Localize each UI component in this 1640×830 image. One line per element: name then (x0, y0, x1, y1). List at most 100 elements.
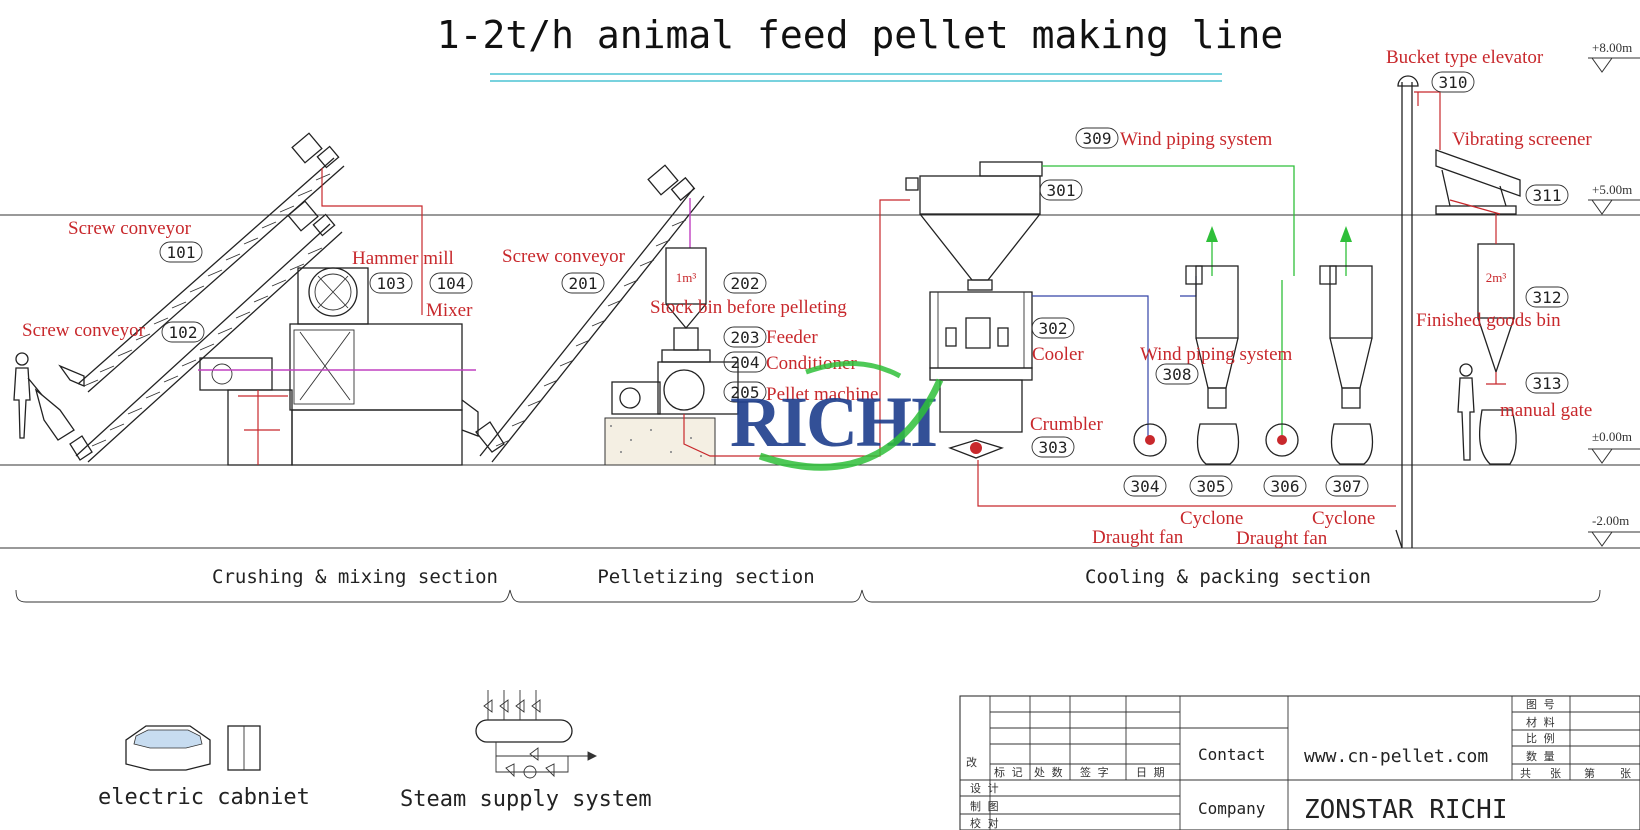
svg-text:311: 311 (1533, 186, 1562, 205)
section-crushing-mixing: Crushing & mixing section (212, 566, 498, 588)
svg-text:RICHI: RICHI (730, 382, 936, 462)
label-307: Cyclone (1312, 508, 1375, 529)
tag-303: 303 (1031, 436, 1075, 458)
tb-sheet-label-2: 第 (1584, 766, 1595, 780)
tb-sheet-label-0: 共 (1520, 767, 1531, 780)
tag-304: 304 (1123, 475, 1167, 497)
richi-logo: RICHI (730, 360, 944, 471)
section-cooling-packing: Cooling & packing section (1085, 566, 1371, 588)
tb-row-label-0: 标 记 (994, 765, 1023, 779)
tb-contact-value: www.cn-pellet.com (1304, 746, 1488, 767)
svg-text:306: 306 (1271, 477, 1300, 496)
tag-305: 305 (1189, 475, 1233, 497)
svg-text:303: 303 (1039, 438, 1068, 457)
screw-conveyor-101 (58, 132, 345, 393)
svg-text:308: 308 (1163, 365, 1192, 384)
cyclone-305 (1185, 265, 1240, 465)
svg-text:313: 313 (1533, 374, 1562, 393)
tag-204: 204 (723, 351, 767, 373)
cyclone-307 (1319, 265, 1374, 465)
level-marker-minus2: -2.00m (1588, 513, 1640, 547)
label-310: Bucket type elevator (1386, 47, 1544, 68)
steam-supply-icon (475, 690, 598, 779)
tag-307: 307 (1325, 475, 1369, 497)
tb-company-label: Company (1198, 799, 1266, 818)
svg-text:104: 104 (437, 274, 466, 293)
tag-202: 202 (723, 272, 767, 294)
level-marker-plus8: +8.00m (1588, 40, 1640, 73)
label-204: Conditioner (766, 353, 857, 374)
tag-311: 311 (1525, 184, 1569, 206)
tb-right-label-2: 比 例 (1526, 731, 1555, 745)
svg-text:204: 204 (731, 353, 760, 372)
svg-text:307: 307 (1333, 477, 1362, 496)
tag-302: 302 (1031, 317, 1075, 339)
tag-310: 310 (1431, 71, 1475, 93)
tag-203: 203 (723, 326, 767, 348)
svg-text:302: 302 (1039, 319, 1068, 338)
worker-figure-right (1457, 363, 1517, 465)
svg-text:102: 102 (169, 323, 198, 342)
svg-text:1m³: 1m³ (676, 270, 697, 285)
tb-gai: 改 (966, 755, 977, 769)
label-305: Cyclone (1180, 508, 1243, 529)
title-block: 改 标 记 处 数 签 字 日 期 设 计 制 图 校 对 Contact ww… (959, 695, 1640, 830)
tag-104: 104 (429, 272, 473, 294)
level-marker-zero: ±0.00m (1588, 429, 1640, 464)
label-311: Vibrating screener (1452, 129, 1592, 150)
svg-text:203: 203 (731, 328, 760, 347)
svg-text:-2.00m: -2.00m (1592, 513, 1629, 528)
tb-row-label-2: 签 字 (1080, 765, 1109, 779)
tb-left-label-0: 设 计 (970, 782, 999, 795)
tb-row-label-3: 日 期 (1136, 766, 1165, 779)
cooler-302 (905, 161, 1396, 507)
finished-goods-bin-312: 2m³ (1477, 214, 1515, 385)
draught-fan-304 (1133, 423, 1167, 457)
svg-text:103: 103 (377, 274, 406, 293)
pellet-machine-assembly: 1m³ (604, 199, 910, 466)
screw-conveyor-102 (69, 200, 343, 463)
label-103: Hammer mill (352, 248, 454, 269)
tag-306: 306 (1263, 475, 1307, 497)
legend-steam-supply: Steam supply system (400, 787, 652, 812)
label-304: Draught fan (1092, 527, 1184, 548)
label-104: Mixer (426, 300, 473, 321)
diagram-title: 1-2t/h animal feed pellet making line (437, 13, 1283, 57)
label-201: Screw conveyor (502, 246, 626, 267)
tb-sheet-label-3: 张 (1620, 767, 1631, 780)
level-marker-plus5: +5.00m (1588, 182, 1640, 215)
svg-text:2m³: 2m³ (1486, 270, 1507, 285)
section-pelletizing: Pelletizing section (597, 566, 814, 588)
svg-text:201: 201 (569, 274, 598, 293)
screw-conveyor-201 (475, 164, 705, 463)
tag-312: 312 (1525, 286, 1569, 308)
tb-right-label-1: 材 料 (1526, 715, 1555, 729)
label-313: manual gate (1500, 400, 1592, 421)
svg-text:312: 312 (1533, 288, 1562, 307)
electric-cabinet-icon (125, 725, 261, 771)
tb-right-label-3: 数 量 (1526, 750, 1555, 763)
mixer-104 (198, 323, 479, 466)
svg-text:202: 202 (731, 274, 760, 293)
svg-text:310: 310 (1439, 73, 1468, 92)
svg-text:101: 101 (167, 243, 196, 262)
tb-company-value: ZONSTAR RICHI (1304, 795, 1508, 825)
tb-contact-label: Contact (1198, 745, 1265, 764)
legend-electric-cabinet: electric cabniet (98, 785, 310, 810)
svg-text:205: 205 (731, 383, 760, 402)
tb-sheet-label-1: 张 (1550, 767, 1561, 780)
tag-313: 313 (1525, 372, 1569, 394)
worker-figure-left (13, 352, 75, 441)
svg-text:309: 309 (1083, 129, 1112, 148)
hammer-mill-103 (297, 267, 369, 325)
vibrating-screener-311 (1435, 149, 1521, 215)
draught-fan-306 (1265, 423, 1299, 457)
svg-text:±0.00m: ±0.00m (1592, 429, 1632, 444)
svg-text:304: 304 (1131, 477, 1160, 496)
svg-text:305: 305 (1197, 477, 1226, 496)
label-102: Screw conveyor (22, 320, 146, 341)
tb-left-label-2: 校 对 (970, 816, 999, 830)
svg-text:+5.00m: +5.00m (1592, 182, 1632, 197)
label-309: Wind piping system (1120, 129, 1273, 150)
